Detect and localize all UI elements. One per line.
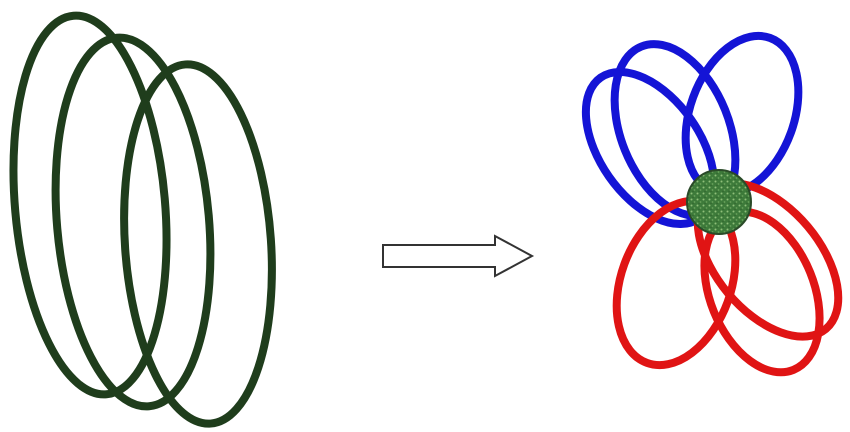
center-ball-fill: [687, 170, 751, 234]
transition-arrow: [383, 236, 532, 276]
arrow-outline: [383, 236, 532, 276]
initial-loop-2: [41, 31, 225, 413]
initial-loops-group: [0, 9, 283, 428]
initial-loop-1: [0, 9, 181, 401]
center-ball: [687, 170, 751, 234]
